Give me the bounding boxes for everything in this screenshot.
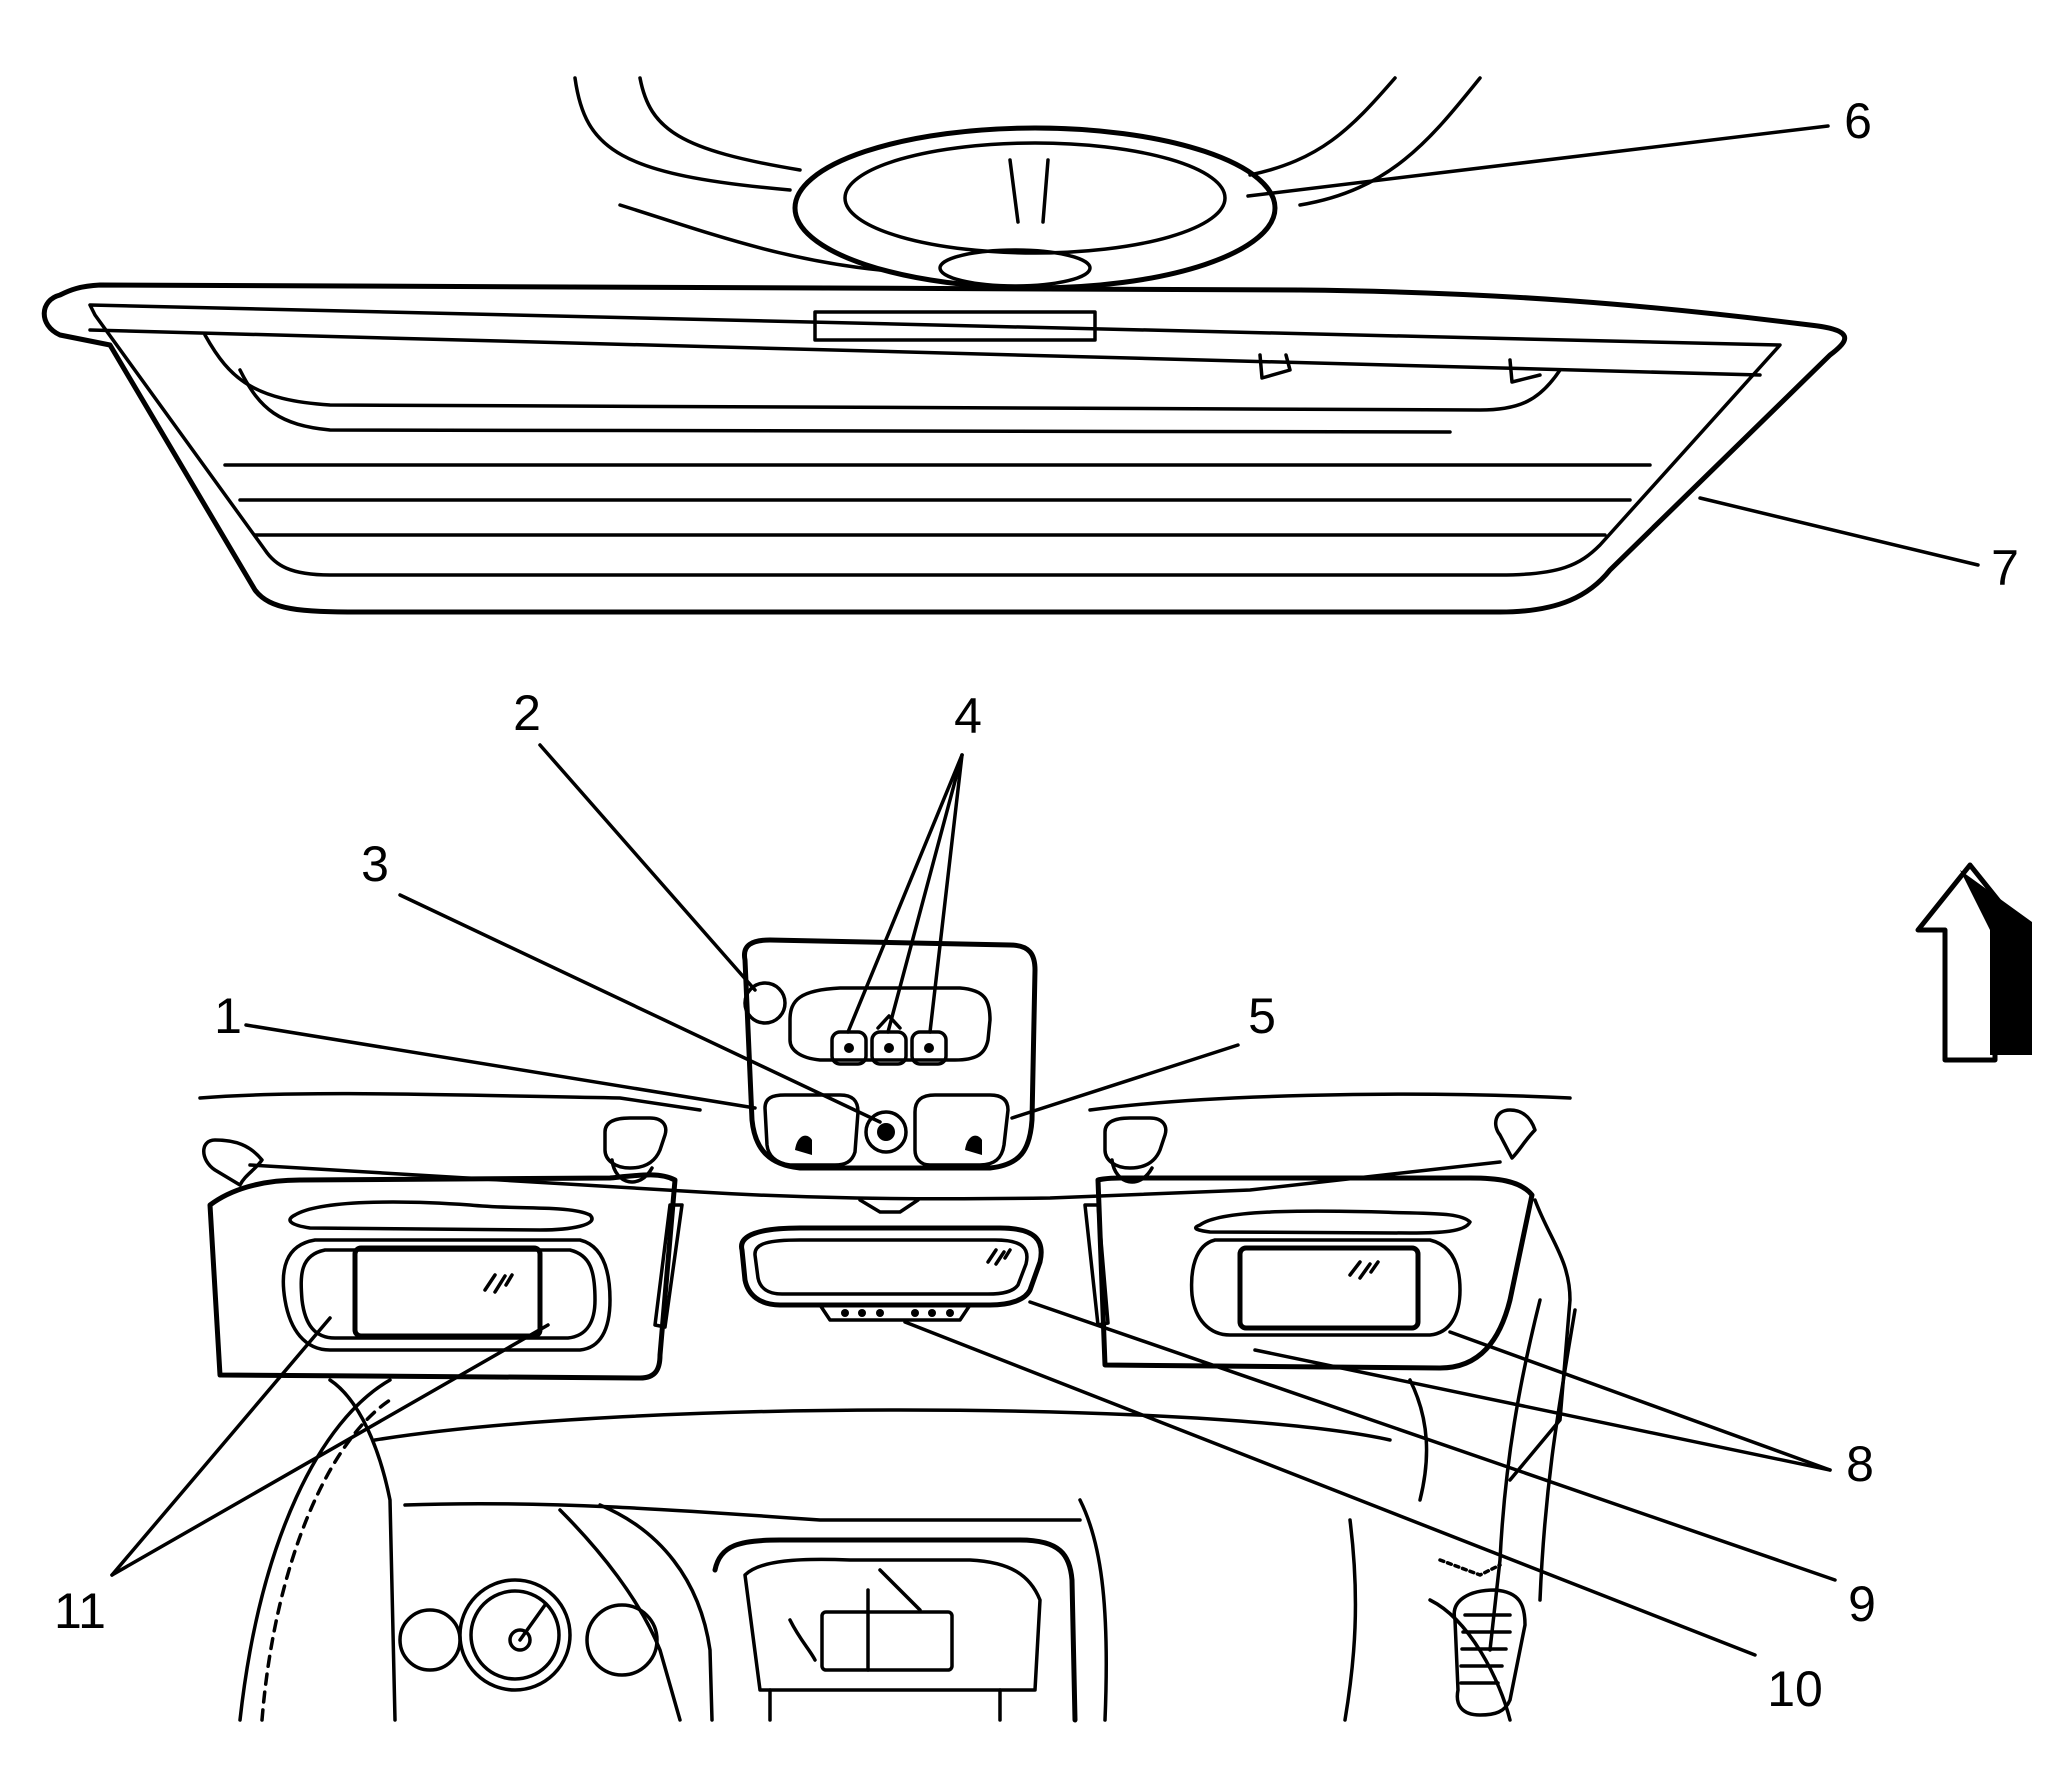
callout-1: 1 xyxy=(214,988,242,1044)
overhead-console xyxy=(741,937,1038,1171)
headliner-edge xyxy=(198,1091,702,1112)
callout-2: 2 xyxy=(513,685,541,741)
headliner-panel xyxy=(41,282,1848,615)
sensor-disc xyxy=(743,981,787,1025)
leader-lines xyxy=(110,124,1980,1657)
interior-dashboard xyxy=(238,1198,1577,1723)
callout-5: 5 xyxy=(1248,988,1276,1044)
rearview-mirror xyxy=(739,1198,1044,1322)
callout-11: 11 xyxy=(54,1583,106,1639)
roof-mounted-assembly xyxy=(41,76,1848,615)
callout-9: 9 xyxy=(1848,1576,1876,1632)
callout-8: 8 xyxy=(1846,1436,1874,1492)
callout-10: 10 xyxy=(1767,1661,1823,1717)
left-sun-visor xyxy=(202,1116,684,1381)
callout-3: 3 xyxy=(361,836,389,892)
callout-7: 7 xyxy=(1991,540,2019,596)
callout-4: 4 xyxy=(954,688,982,744)
dome-lamp xyxy=(792,125,1278,291)
callout-6: 6 xyxy=(1844,93,1872,149)
reading-lamp-right xyxy=(913,1093,1010,1167)
reading-lamp-left xyxy=(763,1093,860,1167)
right-sun-visor xyxy=(1083,1108,1537,1371)
callout-labels: 1 2 3 4 5 6 7 8 9 10 11 xyxy=(54,93,2019,1717)
forward-arrow-icon xyxy=(1915,862,2032,1063)
lamp-switch xyxy=(864,1110,908,1154)
